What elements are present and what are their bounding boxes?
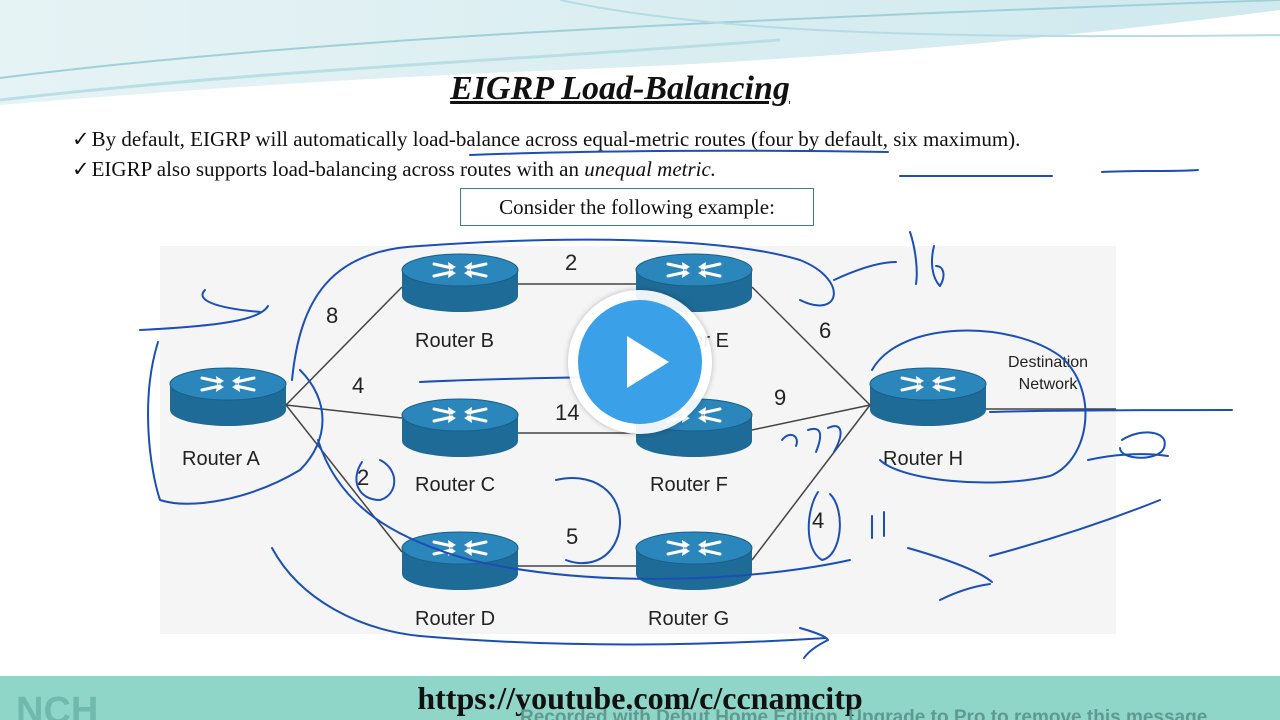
metric-circle: [355, 459, 396, 501]
link-a-c: [285, 404, 403, 419]
example-label-box: Consider the following example:: [460, 188, 814, 226]
header-wave: [0, 0, 1280, 105]
link-e-h: [751, 286, 871, 406]
metric-a-b: 8: [326, 303, 339, 328]
router-d-label: Router D: [415, 608, 496, 630]
metric-circle: [555, 477, 621, 565]
arrow-stroke: [907, 547, 993, 601]
metric-g-h: 4: [812, 508, 825, 533]
router-c-label: Router C: [415, 474, 496, 496]
bullet-item-1: ✓By default, EIGRP will automatically lo…: [72, 127, 1020, 152]
metric-e-h: 6: [819, 318, 832, 343]
metric-d-g: 5: [566, 524, 579, 549]
recording-watermark: Recorded with Debut Home Edition. Upgrad…: [520, 707, 1208, 720]
scribble: [1087, 453, 1169, 461]
router-g-label: Router G: [648, 608, 730, 630]
handwritten-16: [909, 231, 945, 287]
link-a-d: [285, 404, 403, 553]
link-g-h: [751, 404, 871, 561]
metric-circle: [807, 491, 841, 561]
bullet-1-highlight: load-balance across equal-metric routes: [412, 127, 746, 151]
underline-stroke: [1101, 169, 1199, 173]
router-f-label: Router F: [650, 474, 728, 496]
scribble: [989, 409, 1233, 413]
link-a-b: [285, 286, 403, 406]
play-button[interactable]: [568, 290, 712, 434]
metric-a-d: 2: [357, 465, 370, 490]
bullet-1-text-b: (four by default, six maximum).: [745, 127, 1021, 151]
nch-logo: NCH: [16, 690, 99, 720]
play-button-disc: [578, 300, 702, 424]
handwritten-11: [871, 511, 885, 539]
bullet-2-text-a: EIGRP also supports load-balancing acros…: [91, 157, 585, 181]
scribble: [989, 499, 1161, 557]
bullet-item-2: ✓EIGRP also supports load-balancing acro…: [72, 157, 716, 182]
scribble: [317, 439, 851, 580]
scribble: [833, 261, 897, 281]
metric-c-f: 14: [555, 400, 580, 425]
bottom-path-arrow: [271, 547, 829, 659]
check-icon: ✓: [72, 127, 90, 151]
bullet-2-emphasis: unequal metric.: [584, 157, 717, 181]
bullet-1-text-a: By default, EIGRP will automatically: [91, 127, 413, 151]
footer-bar: [0, 676, 1280, 720]
check-icon: ✓: [72, 157, 90, 181]
scribble: [1119, 431, 1166, 459]
metric-f-h: 9: [774, 385, 787, 410]
router-a-label: Router A: [182, 448, 260, 470]
destination-label-line-2: Network: [1018, 376, 1078, 393]
slide-title: EIGRP Load-Balancing: [450, 70, 790, 107]
router-b-label: Router B: [415, 330, 494, 352]
router-h-label: Router H: [883, 448, 964, 470]
links: [285, 283, 1116, 567]
play-icon: [627, 336, 669, 388]
scribble: [139, 289, 269, 331]
underline-stroke: [469, 149, 889, 156]
router-h-circle: [871, 329, 1087, 484]
destination-network-label: Destination Network: [1008, 352, 1088, 396]
channel-url[interactable]: https://youtube.com/c/ccnamcitp: [417, 680, 863, 716]
destination-label-line-1: Destination: [1008, 354, 1089, 371]
top-path-loop: [291, 238, 835, 381]
metric-a-c: 4: [352, 373, 365, 398]
link-f-h: [751, 404, 871, 431]
handwritten-27: [781, 425, 842, 453]
router-a-circle: [147, 341, 324, 505]
metric-b-e: 2: [565, 250, 578, 275]
